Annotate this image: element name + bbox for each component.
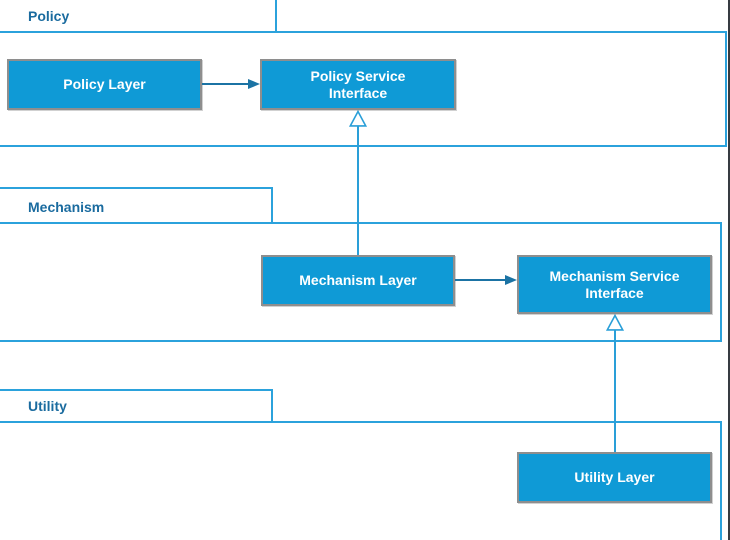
utility-frame-tab: Utility <box>0 389 273 421</box>
utility-frame-label: Utility <box>28 398 67 414</box>
node-label: Mechanism Layer <box>299 272 417 288</box>
node-label: Utility Layer <box>574 469 655 485</box>
node-label: Mechanism Service <box>549 267 680 284</box>
window-edge-bar <box>728 0 730 540</box>
hollow-triangle-arrowhead-policy-service <box>349 110 367 127</box>
mechanism-frame-label: Mechanism <box>28 199 105 215</box>
node-label: Policy Layer <box>63 76 146 92</box>
policy-frame-body <box>0 31 727 147</box>
utility-frame-body <box>0 421 722 540</box>
node-label: Policy Service <box>310 67 406 84</box>
solid-arrowhead-mechanism-service <box>505 275 517 285</box>
node-label: Interface <box>328 84 388 101</box>
realization-line-mechanism-to-policy-service <box>357 126 359 256</box>
realization-line-utility-to-mechanism-service <box>614 330 616 452</box>
solid-arrowhead-policy-service <box>248 79 260 89</box>
node-policy-service-interface: Policy Service Interface <box>260 59 456 110</box>
policy-frame-label: Policy <box>28 8 70 24</box>
node-utility-layer: Utility Layer <box>517 452 712 503</box>
policy-frame-tab: Policy <box>0 0 277 31</box>
node-mechanism-service-interface: Mechanism Service Interface <box>517 255 712 314</box>
arrow-line-mechanism-layer-to-mechanism-service <box>455 279 506 281</box>
node-mechanism-layer: Mechanism Layer <box>261 255 455 306</box>
mechanism-frame-tab: Mechanism <box>0 187 273 222</box>
node-policy-layer: Policy Layer <box>7 59 202 110</box>
node-label: Interface <box>585 284 644 301</box>
hollow-triangle-arrowhead-mechanism-service <box>606 314 624 331</box>
arrow-line-policy-layer-to-policy-service <box>202 83 249 85</box>
mechanism-frame-body <box>0 222 722 342</box>
